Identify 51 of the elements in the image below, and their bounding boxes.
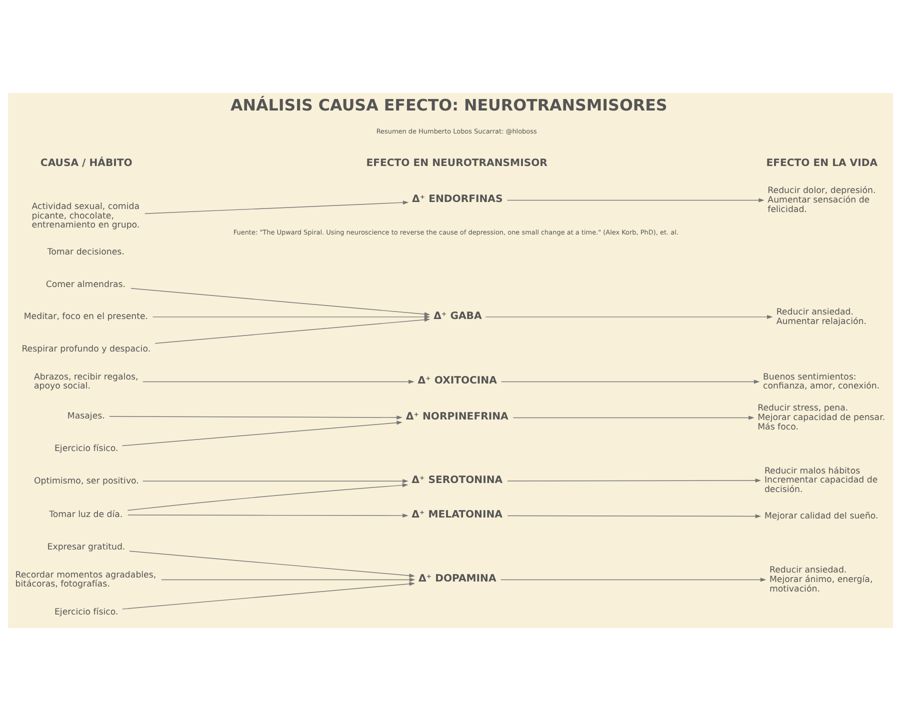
node-text: Expresar gratitud. (47, 542, 126, 552)
node-text: Recordar momentos agradables, bitácoras, fotografías. (15, 570, 156, 590)
label: CAUSA / HÁBITO (40, 158, 132, 169)
node-text: Reducir ansiedad. Mejorar ánimo, energía, motivación. (769, 565, 873, 594)
arrow (512, 415, 754, 420)
node-text: Δ⁺ MELATONINA (412, 509, 502, 520)
arrow (142, 478, 408, 483)
arrow (500, 379, 760, 384)
arrow (507, 514, 762, 518)
arrow (144, 200, 409, 214)
arrow (152, 314, 430, 318)
node-text: Δ⁺ ENDORFINAS (412, 194, 503, 205)
arrow (507, 478, 762, 482)
arrow (142, 379, 414, 384)
arrow (506, 198, 764, 202)
node-text: Tomar luz de día. (49, 510, 123, 520)
node-text: Comer almendras. (46, 279, 126, 290)
node-text: Actividad sexual, comida picante, chocolate, entrenamiento en grupo. (32, 202, 140, 230)
node-text: Masajes. (67, 411, 105, 422)
node-text: Reducir ansiedad. Aumentar relajación. (776, 306, 866, 326)
arrow (109, 415, 402, 420)
node-text: Tomar decisiones. (47, 246, 124, 257)
node-text: Δ⁺ NORPINEFRINA (406, 411, 508, 422)
node-text: Abrazos, recibir regalos, apoyo social. (34, 372, 138, 392)
node-text: Respirar profundo y despacio. (22, 344, 151, 354)
node-text: Δ⁺ GABA (434, 310, 482, 322)
node-text: Mejorar calidad del sueño. (764, 511, 878, 522)
node-text: Reducir malos hábitos Incrementar capacidad de decisión. (764, 466, 878, 494)
arrow (130, 288, 430, 316)
node-text: Buenos sentimientos: confianza, amor, conexión. (763, 372, 880, 392)
arrow (500, 577, 766, 582)
node-text: Ejercicio físico. (54, 443, 118, 454)
arrow (122, 420, 402, 446)
node-text: Ejercicio físico. (54, 606, 118, 617)
node-text: Reducir dolor, depresión. Aumentar sensación de felicidad. (768, 186, 876, 214)
arrow (122, 581, 416, 609)
arrow (161, 577, 416, 582)
label: EFECTO EN LA VIDA (766, 158, 878, 169)
arrow (128, 513, 408, 518)
diagram-title: ANÁLISIS CAUSA EFECTO: NEUROTRANSMISORES (230, 95, 668, 114)
arrow (127, 482, 408, 510)
node-text: Meditar, foco en el presente. (24, 312, 148, 322)
node-text: Δ⁺ OXITOCINA (418, 375, 497, 386)
arrow (154, 317, 430, 344)
node-text: Δ⁺ DOPAMINA (418, 573, 496, 584)
label: EFECTO EN NEUROTRANSMISOR (366, 158, 548, 169)
node-text: Reducir stress, pena. Mejorar capacidad de pensar. Más foco. (758, 403, 886, 432)
node-text: Optimismo, ser positivo. (34, 476, 139, 486)
arrow (485, 314, 773, 318)
arrow (129, 550, 415, 578)
node-text: Δ⁺ SEROTONINA (412, 474, 503, 486)
